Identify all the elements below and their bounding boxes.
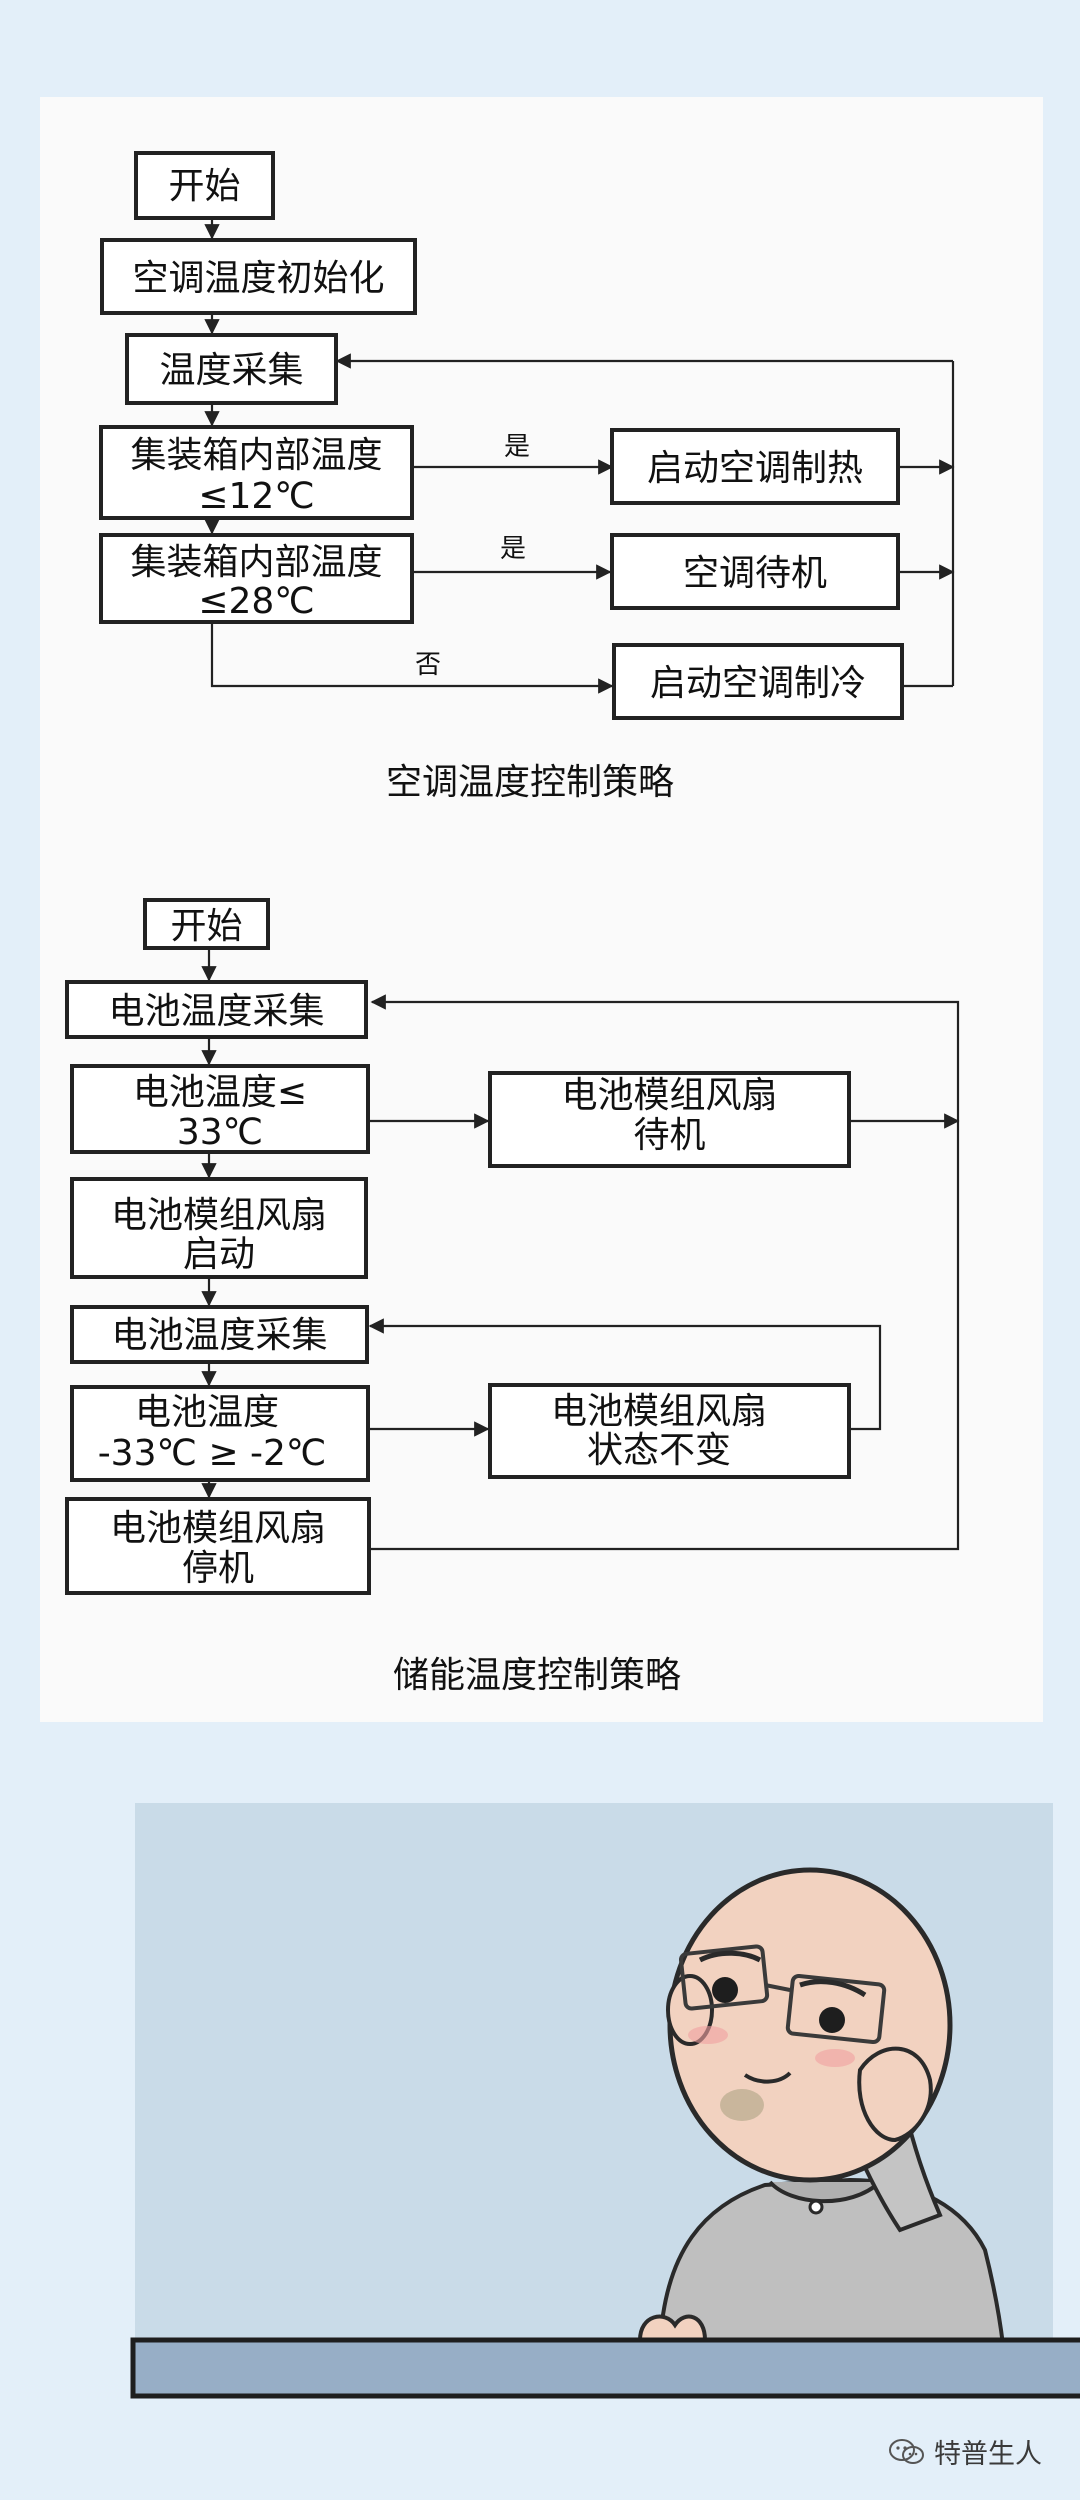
svg-text:电池温度: 电池温度 xyxy=(135,1392,279,1433)
node-battery-collect-2: 电池温度采集 xyxy=(70,1305,369,1364)
svg-text:电池模组风扇: 电池模组风扇 xyxy=(111,1195,327,1236)
svg-text:空调温度初始化: 空调温度初始化 xyxy=(132,258,384,299)
node-start: 开始 xyxy=(134,151,275,220)
cartoon-brow-left xyxy=(698,1950,762,1963)
svg-text:状态不变: 状态不变 xyxy=(587,1430,731,1471)
node-check-range: 电池温度 -33℃ ≥ -2℃ xyxy=(70,1385,370,1482)
svg-text:温度采集: 温度采集 xyxy=(159,350,303,391)
node-start-2: 开始 xyxy=(143,898,270,950)
node-fan-stop: 电池模组风扇 停机 xyxy=(65,1497,371,1595)
svg-text:-33℃ ≥ -2℃: -33℃ ≥ -2℃ xyxy=(98,1433,327,1474)
svg-text:空调待机: 空调待机 xyxy=(683,553,827,594)
node-check-33: 电池温度≤ 33℃ xyxy=(70,1064,370,1154)
wechat-icon xyxy=(889,2438,924,2464)
svg-text:电池温度采集: 电池温度采集 xyxy=(111,1315,327,1356)
cartoon-chin-shadow xyxy=(720,2089,764,2121)
svg-text:≤28℃: ≤28℃ xyxy=(198,581,314,622)
brand-name: 特普生人 xyxy=(934,2439,1042,2470)
cartoon-hand xyxy=(857,2046,933,2143)
edge-inner-loop xyxy=(368,1318,882,1431)
node-heat: 启动空调制热 xyxy=(610,428,900,505)
node-check-28: 集装箱内部温度 ≤28℃ xyxy=(99,533,414,624)
node-battery-collect-1: 电池温度采集 xyxy=(65,980,368,1039)
svg-text:≤12℃: ≤12℃ xyxy=(198,476,314,517)
node-check-12: 集装箱内部温度 ≤12℃ xyxy=(99,425,414,520)
node-cool: 启动空调制冷 xyxy=(612,643,904,720)
cartoon-blush xyxy=(688,2026,728,2044)
svg-text:33℃: 33℃ xyxy=(177,1112,263,1153)
svg-text:集装箱内部温度: 集装箱内部温度 xyxy=(130,435,382,476)
svg-text:启动空调制冷: 启动空调制冷 xyxy=(650,663,866,704)
cartoon-collar xyxy=(768,2180,882,2204)
svg-text:电池模组风扇: 电池模组风扇 xyxy=(561,1075,777,1116)
cartoon-button xyxy=(808,2199,824,2215)
svg-text:停机: 停机 xyxy=(182,1548,254,1589)
cartoon-sweater xyxy=(657,2177,1006,2347)
edge-label-yes-1: 是 xyxy=(504,432,530,462)
edge-label-yes-2: 是 xyxy=(500,534,526,564)
edge-check2-cool xyxy=(210,622,614,694)
node-fan-standby: 电池模组风扇 待机 xyxy=(488,1071,851,1168)
svg-text:启动: 启动 xyxy=(183,1234,255,1275)
edge-label-no: 否 xyxy=(415,650,441,680)
glasses-icon xyxy=(678,1944,887,2045)
cartoon-blush-right xyxy=(815,2049,855,2067)
svg-text:待机: 待机 xyxy=(633,1115,705,1156)
node-temp-collect: 温度采集 xyxy=(125,333,338,405)
brand-watermark: 特普生人 xyxy=(888,2432,1042,2471)
svg-text:启动空调制热: 启动空调制热 xyxy=(647,448,863,489)
svg-text:开始: 开始 xyxy=(168,166,240,207)
cartoon-mouth xyxy=(743,2071,792,2084)
flowchart-diagram: 是 是 否 开始 空调温度初始化 温度采集 集装箱内部温度 ≤12℃ 集装箱内部… xyxy=(65,151,960,1696)
cartoon-eye-right xyxy=(819,2007,845,2033)
cartoon-brow-right xyxy=(799,1979,867,1998)
svg-text:电池温度≤: 电池温度≤ xyxy=(133,1072,307,1113)
svg-text:电池模组风扇: 电池模组风扇 xyxy=(110,1508,326,1549)
node-fan-start: 电池模组风扇 启动 xyxy=(70,1177,368,1279)
cartoon-desk xyxy=(130,2337,1080,2399)
edge-outer-loop xyxy=(369,994,960,1551)
svg-text:电池温度采集: 电池温度采集 xyxy=(108,991,324,1032)
cartoon-eye-left xyxy=(712,1977,738,2003)
svg-text:开始: 开始 xyxy=(170,906,242,947)
svg-text:电池模组风扇: 电池模组风扇 xyxy=(551,1391,767,1432)
caption-ac: 空调温度控制策略 xyxy=(386,762,674,803)
storage-flowchart: 开始 电池温度采集 电池温度≤ 33℃ 电池模组风扇 待机 电池模组风扇 启动 … xyxy=(65,898,960,1696)
node-fan-keep: 电池模组风扇 状态不变 xyxy=(488,1383,851,1479)
cartoon-fingers xyxy=(637,2314,708,2342)
svg-text:集装箱内部温度: 集装箱内部温度 xyxy=(130,542,382,583)
ac-flowchart: 是 是 否 开始 空调温度初始化 温度采集 集装箱内部温度 ≤12℃ 集装箱内部… xyxy=(99,151,955,803)
node-ac-init: 空调温度初始化 xyxy=(100,238,417,315)
caption-storage: 储能温度控制策略 xyxy=(393,1655,681,1696)
node-standby: 空调待机 xyxy=(610,533,900,610)
